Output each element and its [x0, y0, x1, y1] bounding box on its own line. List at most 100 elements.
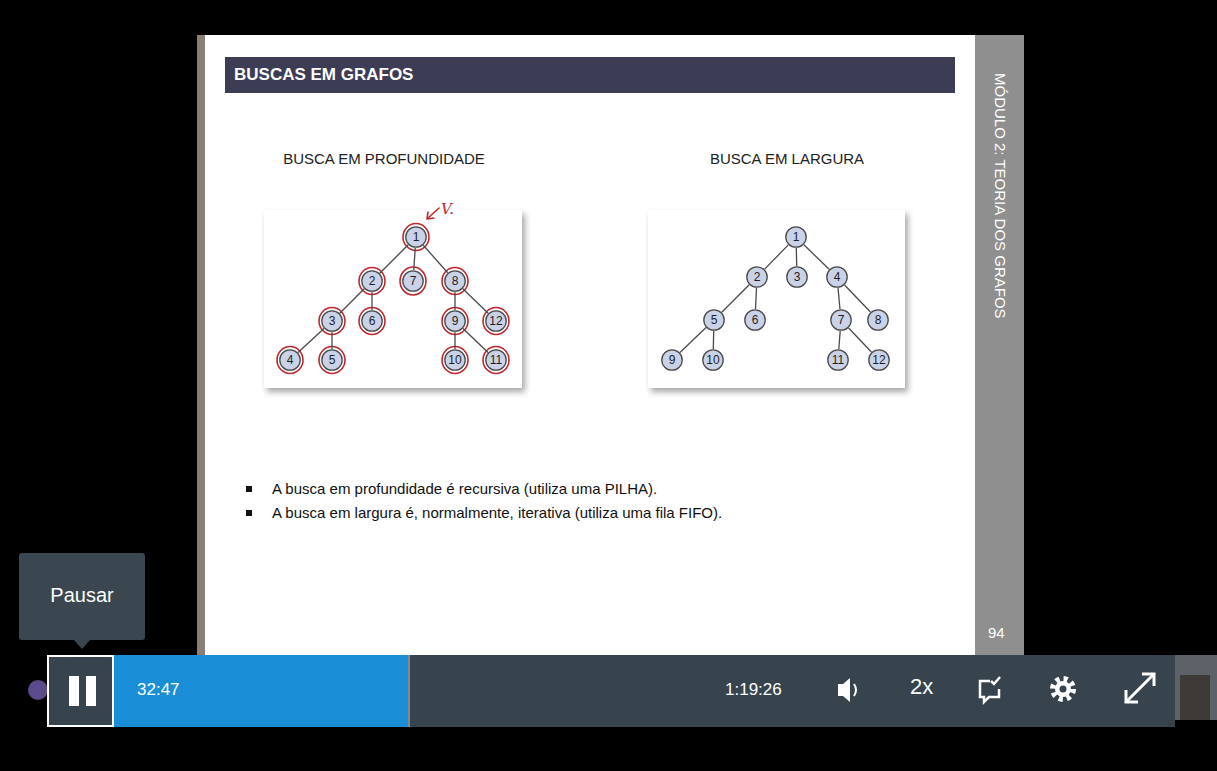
tree-edge: [722, 285, 749, 312]
slide-edge: [197, 35, 205, 655]
node-number: 9: [661, 349, 683, 366]
tooltip-box: [19, 553, 145, 640]
tree-node: 12: [868, 349, 890, 371]
node-number: 8: [867, 309, 889, 326]
webcam-person: [1180, 675, 1210, 720]
tree-edge: [423, 245, 447, 273]
node-number: 1: [405, 226, 427, 243]
tree-node: 3: [786, 266, 808, 288]
tree-edge: [331, 332, 332, 349]
tree-node: 3: [321, 310, 343, 332]
tree-node: 5: [703, 309, 725, 331]
tree-node: 9: [444, 310, 466, 332]
total-time: 1:19:26: [725, 680, 782, 700]
progress-edge: [408, 655, 410, 727]
tree-node: 12: [485, 310, 507, 332]
pause-bar: [86, 676, 96, 706]
pause-bar: [69, 676, 79, 706]
tree-edge: [755, 288, 757, 309]
tree-node: 4: [279, 349, 301, 371]
node-number: 10: [444, 349, 466, 366]
pause-button: [48, 656, 113, 726]
tree-node: 9: [661, 349, 683, 371]
tree-panel: [648, 210, 905, 388]
tree-edge: [454, 292, 455, 310]
tree-node: 5: [321, 349, 343, 371]
slide-title: BUSCAS EM GRAFOS: [234, 65, 413, 85]
caption-icon: [980, 677, 1000, 702]
bullet-mark: [246, 510, 252, 516]
sidebar-module: MÓDULO 2: TEORIA DOS GRAFOS: [991, 73, 1009, 319]
tree-node: 2: [746, 266, 768, 288]
tree-node: 1: [405, 226, 427, 248]
tree-edge: [796, 248, 798, 266]
node-number: 5: [703, 309, 725, 326]
webcam-thumbnail: [1175, 655, 1217, 720]
node-number: 9: [444, 310, 466, 327]
node-number: 7: [402, 270, 424, 287]
bullet-text: A busca em profundidade é recursiva (uti…: [272, 480, 657, 498]
progress-fill: [114, 655, 408, 727]
tree-node: 8: [444, 270, 466, 292]
slide: [205, 35, 975, 655]
tree-node: 7: [402, 270, 424, 292]
node-number: 4: [826, 266, 848, 283]
red-annotation: [277, 208, 509, 374]
node-number: 2: [361, 270, 383, 287]
node-number: 8: [444, 270, 466, 287]
tree-edge: [838, 288, 840, 309]
slide-number: 94: [988, 624, 1005, 642]
node-number: 7: [830, 309, 852, 326]
tree-panel: [264, 210, 522, 388]
node-number: 3: [321, 310, 343, 327]
tree-edge: [839, 331, 840, 349]
tree-node: 4: [826, 266, 848, 288]
tree-node: 10: [444, 349, 466, 371]
bullet-text: A busca em largura é, normalmente, itera…: [272, 504, 722, 522]
tree-node: 6: [744, 309, 766, 331]
playback-speed: 2x: [910, 674, 933, 700]
tree-edge: [680, 328, 706, 353]
tree-node: 1: [785, 226, 807, 248]
handwritten-note: V.: [441, 200, 454, 218]
node-number: 6: [744, 309, 766, 326]
node-number: 11: [827, 349, 849, 366]
settings-gear: [1053, 679, 1073, 699]
node-number: 12: [868, 349, 890, 366]
elapsed-time: 32:47: [137, 680, 180, 700]
tree-edge: [845, 285, 871, 312]
node-number: 1: [785, 226, 807, 243]
node-number: 4: [279, 349, 301, 366]
tree-node: 8: [867, 309, 889, 331]
tree-node: 7: [830, 309, 852, 331]
tree-edge: [454, 332, 455, 349]
node-number: 12: [485, 310, 507, 327]
tree-edge: [713, 331, 715, 349]
node-number: 5: [321, 349, 343, 366]
node-number: 6: [361, 310, 383, 327]
tree-node: 6: [361, 310, 383, 332]
panel-heading: BUSCA EM LARGURA: [710, 150, 864, 168]
tree-edge: [340, 289, 364, 313]
tree-edge: [765, 245, 789, 269]
node-number: 11: [485, 349, 507, 366]
user-badge: [28, 680, 48, 700]
tree-edge: [463, 329, 488, 353]
tree-node: 2: [361, 270, 383, 292]
node-number: 10: [702, 349, 724, 366]
node-number: 3: [786, 266, 808, 283]
tree-edge: [849, 328, 872, 352]
tree-edge: [298, 328, 324, 352]
tooltip-pointer: [74, 640, 90, 649]
volume-icon: [838, 678, 856, 702]
tree-node: 10: [702, 349, 724, 371]
player-bar: [47, 655, 1175, 727]
tree-node: 11: [485, 349, 507, 371]
node-number: 2: [746, 266, 768, 283]
bullet-mark: [246, 486, 252, 492]
tree-edge: [804, 245, 829, 270]
tree-node: 11: [827, 349, 849, 371]
